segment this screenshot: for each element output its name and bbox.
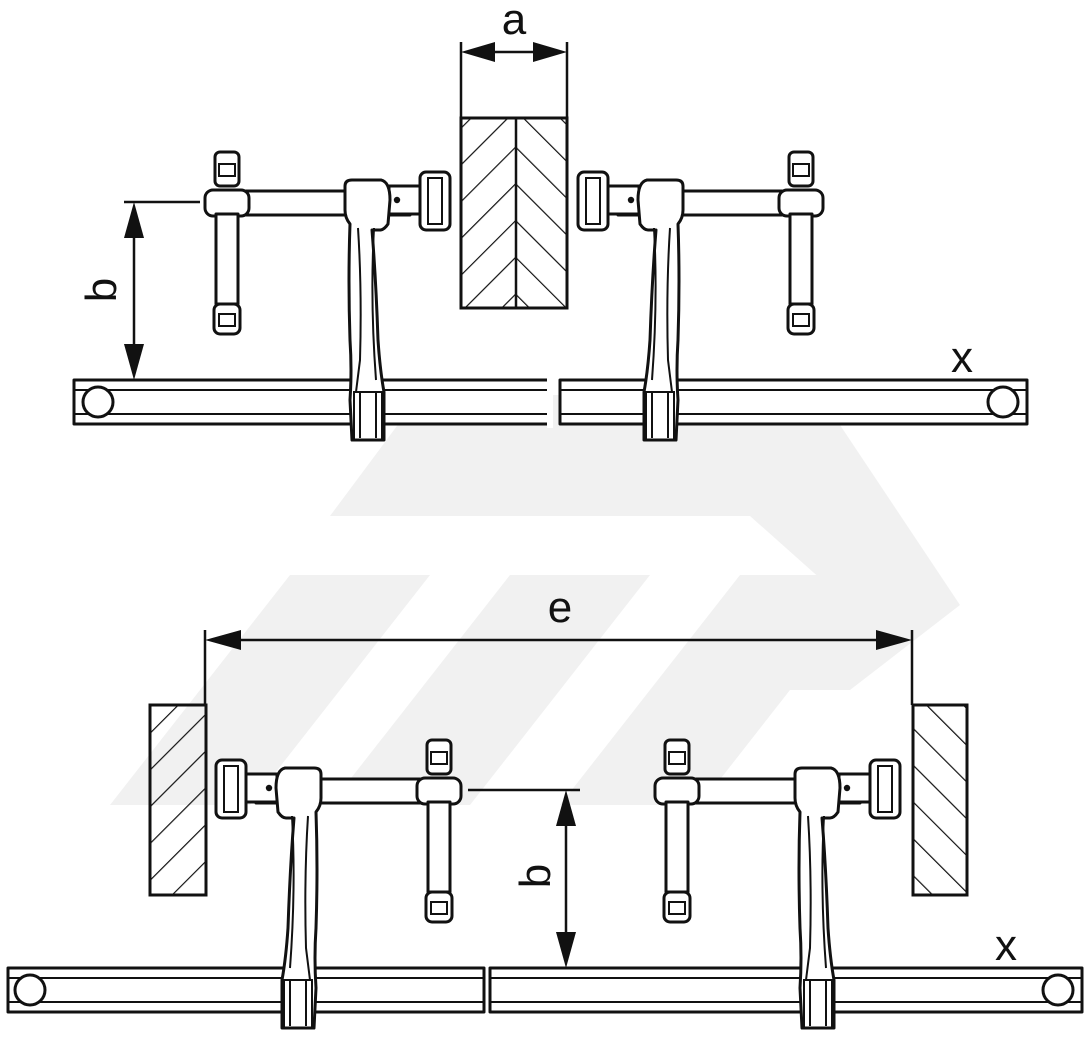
top-assembly: a b x: [72, 0, 1029, 442]
bottom-rail: [6, 966, 1084, 1014]
bottom-assembly: e b x: [6, 583, 1084, 1030]
label-b-bottom: b: [511, 864, 560, 888]
label-e: e: [548, 583, 572, 632]
dimension-b-bottom: [468, 788, 580, 968]
label-a: a: [502, 0, 527, 44]
label-b-top: b: [77, 278, 126, 302]
dimension-b-top: [124, 200, 200, 380]
label-x-top: x: [951, 333, 973, 382]
top-workpiece: [459, 116, 569, 310]
top-rail: [72, 376, 1029, 428]
label-x-bottom: x: [995, 921, 1017, 970]
bottom-left-workpiece: [148, 703, 208, 897]
watermark: [110, 395, 960, 805]
bottom-right-workpiece: [911, 703, 969, 897]
dimension-e: [203, 630, 914, 705]
dimension-a: [459, 42, 569, 118]
